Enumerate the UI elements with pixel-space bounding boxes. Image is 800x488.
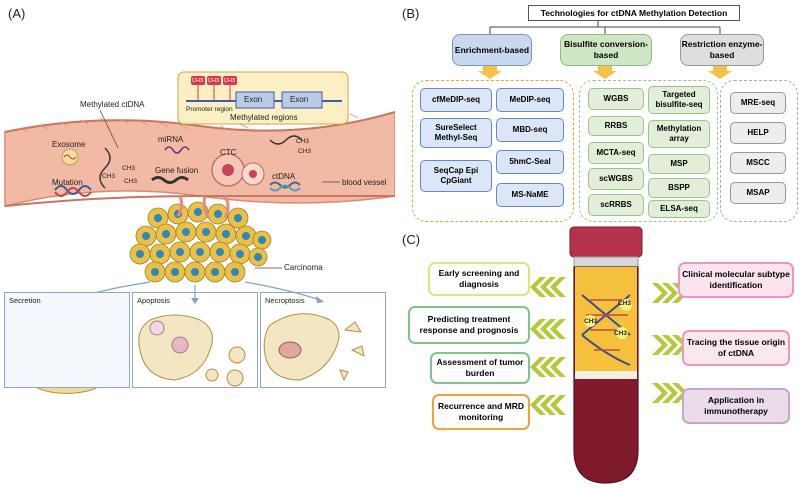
enrichment-group <box>412 80 574 222</box>
ch3-inset-2: CH3 <box>208 78 220 84</box>
panel-a-label: (A) <box>8 6 26 21</box>
promoter-region-label: Promoter region <box>186 106 233 113</box>
methylated-regions-inset <box>177 71 349 125</box>
ch3-label-5: CH3 <box>298 148 312 155</box>
method-methylation-array: Methylation array <box>648 120 710 148</box>
tracing-origin-box: Tracing the tissue origin of ctDNA <box>682 330 790 366</box>
ctdna-icon <box>269 181 301 192</box>
necroptosis-cell <box>263 313 365 382</box>
ch3-inset-1: CH3 <box>192 78 204 84</box>
exosome-label: Exosome <box>52 140 86 149</box>
method-elsa-seq: ELSA-seq <box>648 200 710 218</box>
exosome-icon <box>61 148 79 166</box>
ch3-label-3: CH3 <box>124 178 138 185</box>
exon-label-2: Exon <box>290 95 309 104</box>
mirna-icon <box>164 146 190 154</box>
carcinoma-cluster <box>129 195 272 283</box>
ctc-icon <box>211 153 265 187</box>
gene-fusion-label: Gene fusion <box>155 166 199 175</box>
bisulfite-header: Bisulfite conversion-based <box>560 34 652 66</box>
method-mre-seq: MRE-seq <box>730 92 786 114</box>
method-medip-seq: MeDIP-seq <box>496 88 564 112</box>
method-mbd-seq: MBD-seq <box>496 118 564 142</box>
ch3-label-2: CH3 <box>122 165 136 172</box>
secretion-title: Secretion <box>9 296 41 305</box>
apoptosis-title: Apoptosis <box>137 296 170 305</box>
panel-c-graphics <box>530 226 688 484</box>
tube-ch3-1: CH3 <box>618 300 632 307</box>
method-scrrbs: scRRBS <box>588 194 644 216</box>
method-msap: MSAP <box>730 182 786 204</box>
early-screening-box: Early screening and diagnosis <box>428 262 530 296</box>
methylated-ctdna-icon <box>99 109 119 189</box>
ctdna-label: ctDNA <box>272 172 296 181</box>
ch3-inset-3: CH3 <box>224 78 236 84</box>
method-seqcap-epi-cpgiant: SeqCap Epi CpGiant <box>420 160 492 192</box>
tumor-burden-box: Assessment of tumor burden <box>430 352 530 384</box>
restriction-group <box>720 80 798 222</box>
method-scwgbs: scWGBS <box>588 168 644 190</box>
blood-vessel-label: blood vessel <box>342 178 387 187</box>
blood-tube <box>569 226 643 484</box>
ch3-label-1: CH3 <box>102 173 116 180</box>
panel-a-illustration <box>4 71 395 394</box>
methylated-regions-label: Methylated regions <box>230 113 298 122</box>
ch3-label-4: CH3 <box>296 138 310 145</box>
method-ms-name: MS-NaME <box>496 183 564 207</box>
method-mscc: MSCC <box>730 152 786 174</box>
gene-fusion-icon <box>151 176 189 184</box>
necroptosis-panel: Necroptosis <box>260 292 386 388</box>
immunotherapy-box: Application in immunotherapy <box>682 388 790 424</box>
method-rrbs: RRBS <box>588 116 644 136</box>
secretion-panel: Secretion <box>4 292 130 388</box>
carcinoma-label: Carcinoma <box>284 263 323 272</box>
apoptosis-panel: Apoptosis <box>132 292 258 388</box>
method-targeted-bisulfite-seq: Targeted bisulfite-seq <box>648 86 710 114</box>
panel-b-connectors <box>478 20 732 79</box>
left-chevrons <box>530 277 566 415</box>
method-sureselect-methyl-seq: SureSelect Methyl-Seq <box>420 118 492 148</box>
enrichment-header: Enrichment-based <box>452 34 532 66</box>
method-cfmedip-seq: cfMeDIP-seq <box>420 88 492 112</box>
method-bspp: BSPP <box>648 178 710 198</box>
clinical-subtype-box: Clinical molecular subtype identificatio… <box>678 262 794 298</box>
panel-b-label: (B) <box>402 6 420 21</box>
methylated-dna-icon <box>269 135 303 145</box>
method-help: HELP <box>730 122 786 144</box>
tube-ch3-2: CH3 <box>584 318 598 325</box>
recurrence-mrd-box: Recurrence and MRD monitoring <box>432 394 530 430</box>
methylation-detection-title: Technologies for ctDNA Methylation Detec… <box>528 5 740 21</box>
method-5hmc-seal: 5hmC-Seal <box>496 150 564 174</box>
ctc-label: CTC <box>220 148 237 157</box>
predicting-treatment-box: Predicting treatment response and progno… <box>408 306 530 344</box>
necroptosis-title: Necroptosis <box>265 296 305 305</box>
tube-ch3-3: CH3 <box>614 330 628 337</box>
restriction-header: Restriction enzyme-based <box>680 34 764 66</box>
method-wgbs: WGBS <box>588 88 644 110</box>
method-mcta-seq: MCTA-seq <box>588 142 644 164</box>
panel-c-label: (C) <box>402 232 421 247</box>
methylated-ctdna-label: Methylated ctDNA <box>80 100 145 109</box>
bisulfite-group <box>579 80 718 222</box>
apoptosis-cell <box>138 314 246 387</box>
mirna-label: miRNA <box>158 135 184 144</box>
mutation-label: Mutation <box>52 178 83 187</box>
mutation-icon <box>54 185 92 197</box>
exon-label-1: Exon <box>244 95 263 104</box>
method-msp: MSP <box>648 154 710 174</box>
